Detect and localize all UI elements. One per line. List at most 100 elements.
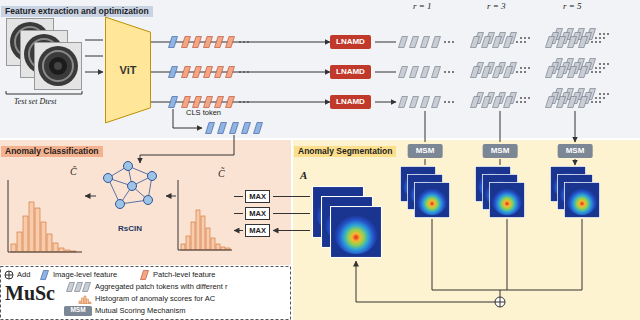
histogram-bar xyxy=(29,202,34,252)
add-symbol-cross xyxy=(5,271,13,279)
histogram-bar xyxy=(53,243,58,252)
node-label: ViT xyxy=(120,64,137,76)
add-symbol-cross xyxy=(495,297,505,307)
histogram-axis xyxy=(178,180,232,250)
heatmap xyxy=(414,182,449,217)
histogram-bar xyxy=(201,216,205,250)
patch-feature xyxy=(182,67,191,78)
histogram-bar xyxy=(191,222,195,250)
token-stack xyxy=(399,37,455,48)
stage-panel: Anomaly SegmentationMSMMSMMSM xyxy=(293,140,640,320)
histogram-axis xyxy=(8,180,82,252)
method-name: MuSc xyxy=(5,281,55,305)
image-feature xyxy=(242,123,251,134)
process-box: LNAMD xyxy=(330,35,371,49)
process-box-sample xyxy=(64,306,92,316)
image-feature xyxy=(206,123,215,134)
heatmap xyxy=(489,182,524,217)
histogram-bar xyxy=(186,236,190,250)
node-label: MAX xyxy=(249,209,266,218)
patch-feature xyxy=(204,37,213,48)
operator-box: MAX xyxy=(245,224,270,237)
token-stack xyxy=(546,37,602,48)
histogram-bar xyxy=(211,238,215,250)
legend-text: Histogram of anomaly scores for AC xyxy=(95,293,215,304)
ellipsis-dot xyxy=(243,101,245,103)
operator-box: MAX xyxy=(245,190,270,203)
dataset-label: Test set Dtest xyxy=(14,97,56,107)
legend-frame xyxy=(1,267,291,320)
image-feature xyxy=(254,123,263,134)
token-stack xyxy=(471,37,527,48)
histogram-bar xyxy=(23,216,28,252)
histogram-bar xyxy=(82,298,84,304)
legend-sample-shape xyxy=(83,282,91,291)
patch-feature xyxy=(226,97,235,108)
process-box: LNAMD xyxy=(330,95,371,109)
process-box: LNAMD xyxy=(330,65,371,79)
node-label: LNAMD xyxy=(336,67,365,77)
token-label: CLS token xyxy=(186,108,221,117)
node-label: MAX xyxy=(249,226,266,235)
parameter-label: r = 3 xyxy=(487,1,506,12)
parameter-label: r = 5 xyxy=(563,1,582,12)
legend-sample-shape xyxy=(41,270,49,279)
flow-arrow xyxy=(85,40,103,72)
legend-entry: Image-level feature xyxy=(40,269,117,280)
legend-sample xyxy=(78,294,92,304)
parameter-label: r = 1 xyxy=(413,1,432,12)
node-label: LNAMD xyxy=(336,37,365,47)
legend-box-label: MSM xyxy=(70,305,85,315)
patch-feature xyxy=(204,67,213,78)
operator-box: MAX xyxy=(245,207,270,220)
merge-line xyxy=(432,219,582,297)
image-feature xyxy=(230,123,239,134)
panel-heading: Anomaly Classification xyxy=(1,146,103,157)
legend-sample xyxy=(66,282,92,292)
ellipsis-dot xyxy=(247,101,249,103)
graph-edge xyxy=(108,166,152,204)
patch-feature xyxy=(193,37,202,48)
encoder-block: ViT xyxy=(105,16,151,124)
ellipsis-dot xyxy=(239,41,241,43)
patch-feature xyxy=(215,97,224,108)
histogram-bar xyxy=(17,232,22,252)
node-label: MSM xyxy=(416,146,435,156)
histogram-bar xyxy=(47,234,52,252)
image-feature xyxy=(218,123,227,134)
classification-panel-ground xyxy=(0,140,291,265)
legend-sample xyxy=(40,270,50,280)
flow-arrow xyxy=(166,196,176,197)
encoder-trapezoid xyxy=(105,17,150,123)
legend-sample xyxy=(140,270,150,280)
flow-arrow xyxy=(140,135,234,163)
legend-text: Patch-level feature xyxy=(153,269,216,280)
token-stack xyxy=(546,97,602,108)
patch-feature xyxy=(226,67,235,78)
histogram-bar xyxy=(87,299,89,304)
flow-arrow xyxy=(425,111,575,142)
heatmap xyxy=(331,207,382,258)
legend-text: Image-level feature xyxy=(53,269,117,280)
histogram-bar xyxy=(216,244,220,250)
flow-arrow xyxy=(151,72,330,73)
flow-arrow xyxy=(151,102,330,103)
graph-module: RsCIN xyxy=(95,162,165,234)
histogram-bar xyxy=(41,222,46,252)
token-stack xyxy=(471,67,527,78)
ellipsis-dot xyxy=(239,71,241,73)
flow-arrow xyxy=(151,42,330,43)
panel-heading: Anomaly Segmentation xyxy=(294,146,396,157)
legend-sample-shape xyxy=(141,270,149,279)
feature-panel-ground xyxy=(0,0,640,138)
legend-sample xyxy=(4,270,14,280)
legend-entry: Patch-level feature xyxy=(140,269,216,280)
node-label: RsCIN xyxy=(118,224,142,234)
legend-entry: Aggregated patch tokens with different r xyxy=(66,281,227,292)
legend-text: Mutual Scoring Mechanism xyxy=(95,305,185,316)
image-feature xyxy=(169,97,178,108)
bracket xyxy=(6,91,82,94)
add-symbol xyxy=(5,271,13,279)
node-label: MSM xyxy=(491,146,510,156)
